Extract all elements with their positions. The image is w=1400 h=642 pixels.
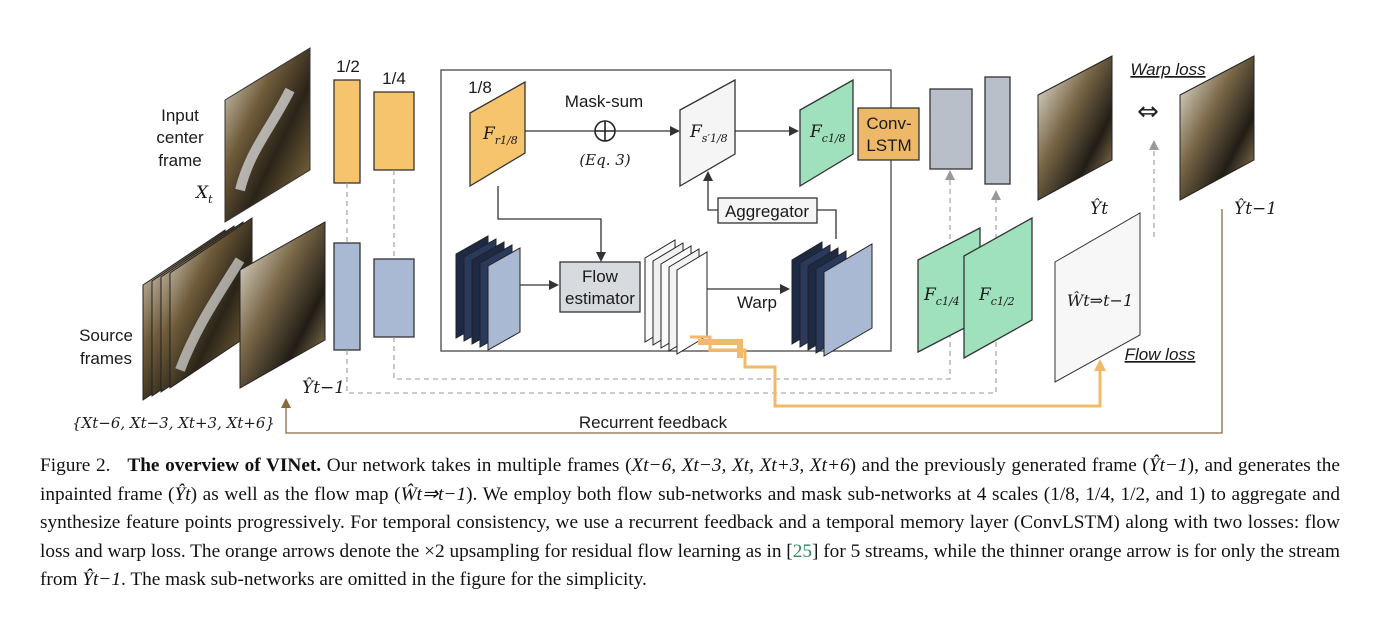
- compare-arrows-icon: ⇔: [1137, 97, 1159, 127]
- input-center-frame-image: [224, 47, 311, 223]
- input-label-2: center: [156, 128, 204, 147]
- prev-output-label: Ŷt−1: [1234, 198, 1277, 219]
- flow-loss-label: Flow loss: [1125, 345, 1196, 364]
- source-label-1: Source: [79, 326, 133, 345]
- caption-title: The overview of VINet.: [127, 455, 322, 476]
- caption-segment-g: . The mask sub-networks are omitted in t…: [121, 569, 647, 591]
- caption-segment-f: ] for 5 streams, while the thinner orang…: [40, 540, 1340, 591]
- arrow-aggregator-to-fs: [703, 171, 718, 211]
- input-symbol: Xt: [194, 183, 213, 206]
- flow-mask-subnetwork-box: [440, 69, 892, 352]
- caption-citation-link[interactable]: 25: [792, 540, 813, 562]
- aggregator-block: [717, 197, 818, 224]
- caption-segment-a: Our network takes in multiple frames (: [326, 455, 632, 476]
- orange-upsampling-arrow: [690, 335, 1106, 408]
- encoder-block-half-top: [333, 79, 361, 184]
- feature-fc8-block: [799, 78, 854, 188]
- encoder-block-quarter-top: [373, 91, 415, 171]
- encoder-block-quarter-bottom: [373, 258, 415, 338]
- feature-fc2-label: Fc1/2: [978, 285, 1015, 308]
- caption-segment-d: ) as well as the flow map (: [190, 483, 401, 505]
- flow-estimator-block: [559, 261, 641, 313]
- flow-estimator-label-2: estimator: [565, 289, 635, 308]
- caption-segment-e: ). We employ both flow sub-networks and …: [40, 483, 1340, 562]
- aggregator-label: Aggregator: [725, 202, 809, 221]
- caption-math-flow: Ŵt⇒t−1: [400, 483, 467, 505]
- flow-map-image: [1054, 212, 1141, 383]
- output-frame-image: [1037, 55, 1113, 201]
- source-frames-stack: [142, 217, 326, 401]
- line-warped-to-aggregator: [817, 209, 837, 239]
- caption-math-prev: Ŷt−1: [1148, 455, 1188, 476]
- recurrent-feedback-arrow: [281, 209, 1223, 434]
- caption-segment-b: ) and the previously generated frame (: [849, 455, 1149, 476]
- convlstm-label-2: LSTM: [866, 136, 911, 155]
- prev-output-label: Ŷt−1: [302, 377, 345, 398]
- scale-quarter-label: 1/4: [382, 69, 406, 88]
- mask-sum-operator-icon: [594, 120, 616, 142]
- convlstm-label-1: Conv-: [866, 114, 911, 133]
- caption-math-last: Ŷt−1: [82, 569, 122, 591]
- arrow-fr-to-flow: [497, 186, 606, 262]
- architecture-diagram: Input center frame Xt Source frames {Xt−…: [72, 47, 1277, 434]
- source-set-label: {Xt−6, Xt−3, Xt+3, Xt+6}: [72, 414, 275, 432]
- prev-output-frame-image: [1179, 55, 1255, 201]
- caption-segment-c: ), and generates the inpainted frame (: [40, 455, 1340, 505]
- figure-caption: Figure 2. The overview of VINet. Our net…: [40, 452, 1340, 595]
- source-feature-stack: [455, 235, 521, 351]
- feature-fr-block: [469, 80, 526, 188]
- warp-label: Warp: [737, 293, 777, 312]
- equation-ref: (Eq. 3): [579, 151, 630, 169]
- caption-math-out: Ŷt: [174, 483, 191, 505]
- convlstm-block: [857, 107, 920, 161]
- decoder-block-quarter: [929, 88, 973, 170]
- feature-fr-label: Fr1/8: [482, 124, 518, 147]
- recurrent-feedback-label: Recurrent feedback: [579, 413, 728, 432]
- scale-half-label: 1/2: [336, 57, 360, 76]
- source-label-2: frames: [80, 349, 132, 368]
- scale-eighth-label: 1/8: [468, 78, 492, 97]
- input-label-3: frame: [158, 151, 201, 170]
- feature-fc4-label: Fc1/4: [923, 285, 960, 308]
- feature-fs-label: Fs′1/8: [689, 122, 728, 145]
- caption-figure-number: Figure 2.: [40, 455, 111, 476]
- mask-sum-label: Mask-sum: [565, 92, 643, 111]
- flow-maps-stack: [644, 239, 708, 355]
- input-label-1: Input: [161, 106, 199, 125]
- warped-feature-stack: [791, 241, 873, 357]
- feature-fs-block: [679, 78, 736, 188]
- flow-map-label: Ŵt⇒t−1: [1067, 290, 1133, 310]
- encoder-block-half-bottom: [333, 242, 361, 351]
- feature-fc2-block: [963, 216, 1033, 360]
- decoder-block-half: [984, 76, 1011, 185]
- feature-fc8-label: Fc1/8: [809, 122, 846, 145]
- caption-math-frames: Xt−6, Xt−3, Xt, Xt+3, Xt+6: [631, 455, 850, 476]
- output-label: Ŷt: [1090, 198, 1108, 219]
- flow-estimator-label-1: Flow: [582, 267, 619, 286]
- warp-loss-label: Warp loss: [1130, 60, 1206, 79]
